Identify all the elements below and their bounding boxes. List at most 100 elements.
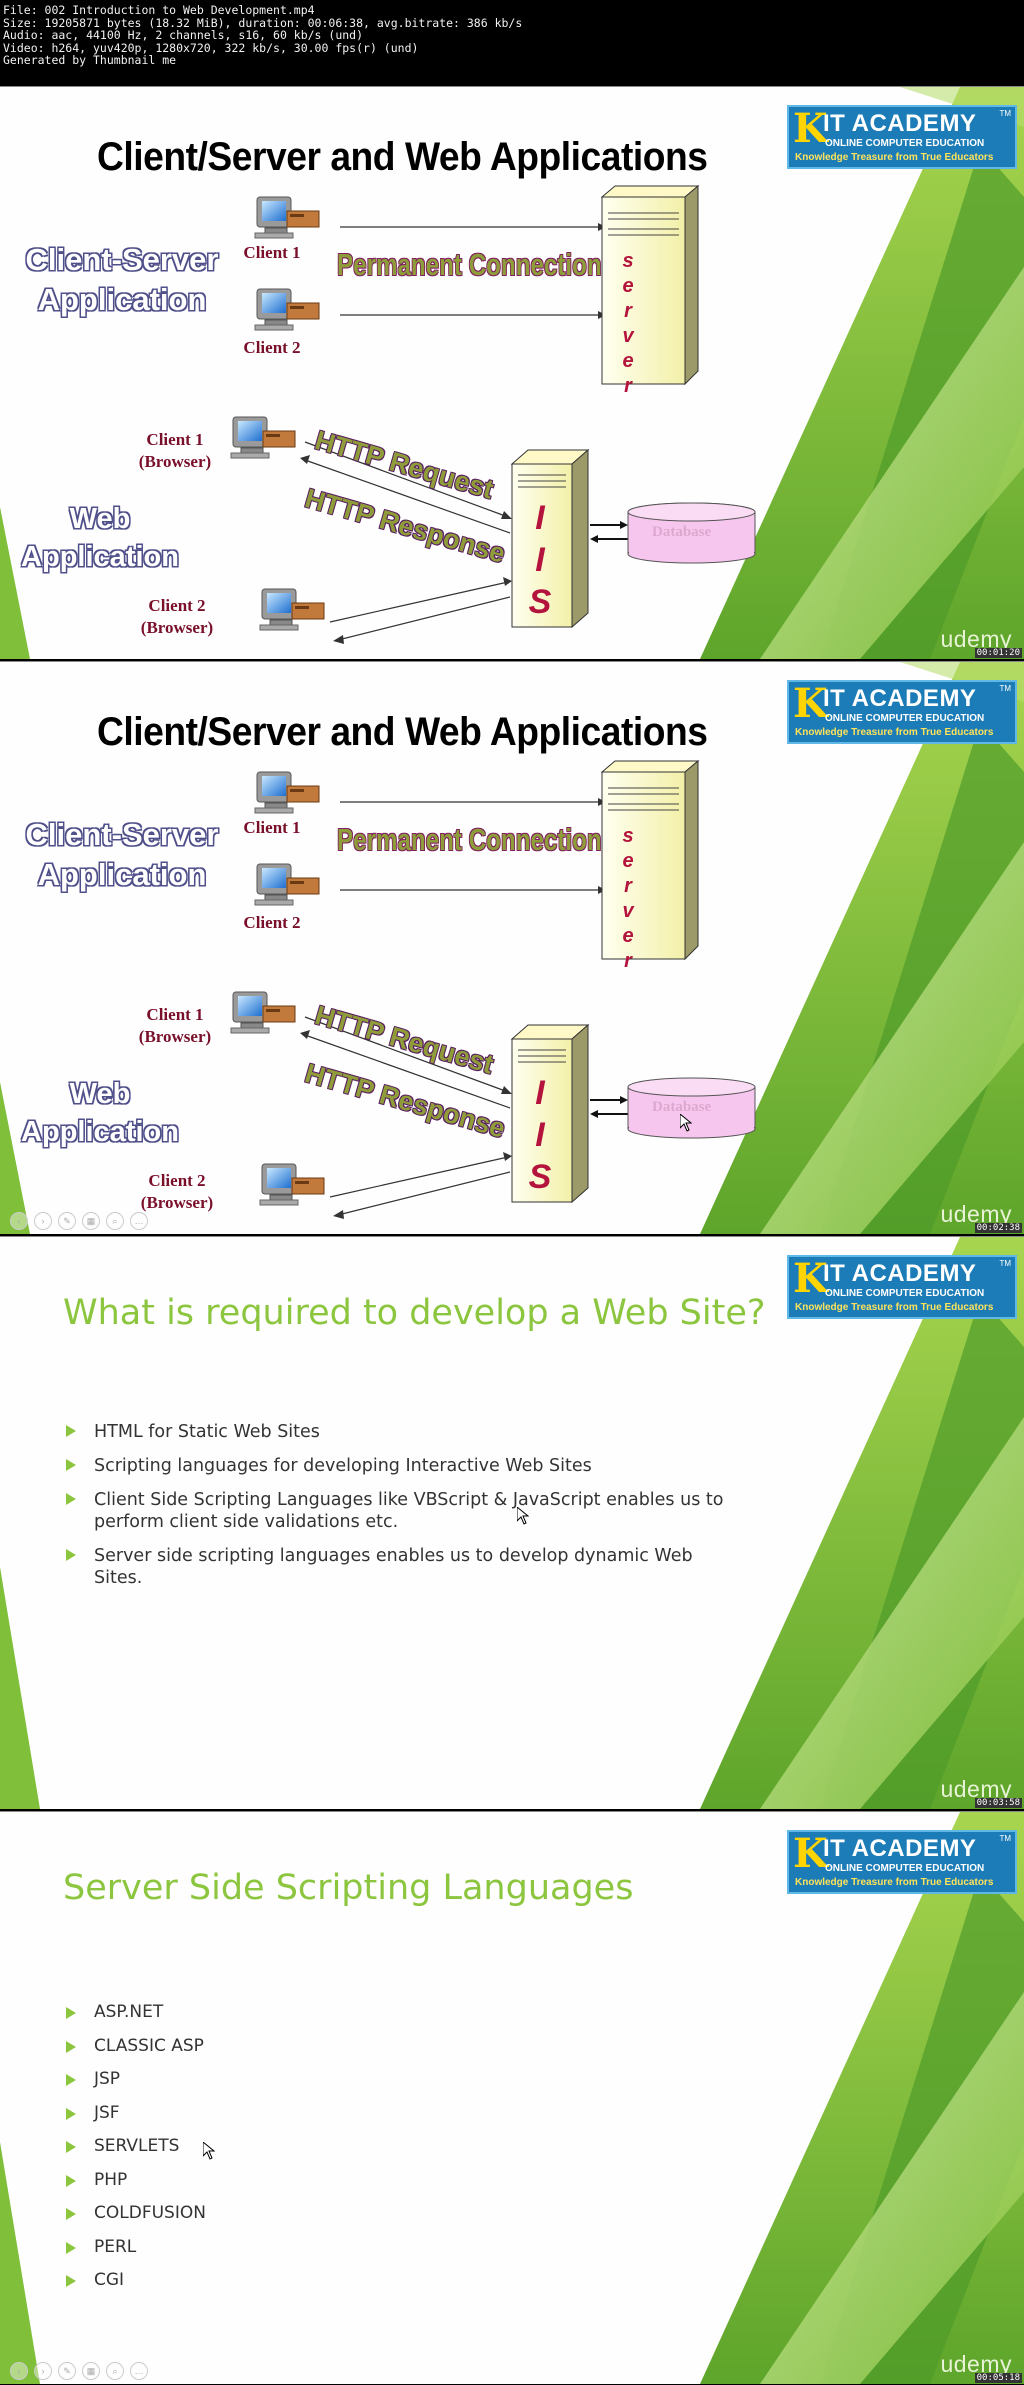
sv-letter: e bbox=[622, 925, 634, 947]
list-item: Client Side Scripting Languages like VBS… bbox=[66, 1489, 746, 1533]
info-line-video: Video: h264, yuv420p, 1280x720, 322 kb/s… bbox=[3, 40, 419, 55]
list-item: CLASSIC ASP bbox=[66, 2030, 466, 2064]
list-item: PERL bbox=[66, 2231, 466, 2265]
client-2-label: Client 2 bbox=[243, 338, 301, 357]
slide-background-shapes bbox=[0, 1812, 1024, 2384]
client-server-label: Client-Server Application bbox=[22, 240, 222, 321]
iis-letter: S bbox=[528, 583, 552, 621]
client-1-label: Client 1 bbox=[243, 818, 301, 837]
bullet-arrow-icon bbox=[66, 2040, 76, 2053]
list-item: Scripting languages for developing Inter… bbox=[66, 1455, 746, 1477]
info-line-file: File: 002 Introduction to Web Developmen… bbox=[3, 3, 315, 17]
bullet-text: COLDFUSION bbox=[94, 2203, 206, 2223]
timestamp: 00:05:18 bbox=[974, 2373, 1022, 2383]
bullet-arrow-icon bbox=[66, 2141, 76, 2153]
list-item: ASP.NET bbox=[66, 1996, 466, 2030]
bc1-browser: (Browser) bbox=[138, 452, 212, 471]
slide-frame-3: K IT ACADEMY TM ONLINE COMPUTER EDUCATIO… bbox=[0, 1236, 1024, 1809]
slideshow-toolbar[interactable]: ‹ › ✎ ▦ ⌕ … bbox=[10, 1212, 148, 1230]
slideshow-toolbar[interactable]: ‹ › ✎ ▦ ⌕ … bbox=[10, 2362, 148, 2380]
list-item: JSP bbox=[66, 2063, 466, 2097]
slides-grid-icon[interactable]: ▦ bbox=[82, 1212, 100, 1230]
more-options-icon[interactable]: … bbox=[130, 2362, 148, 2380]
bullet-arrow-icon bbox=[66, 1549, 76, 1561]
zoom-icon[interactable]: ⌕ bbox=[106, 1212, 124, 1230]
iis-vertical-text: I I S bbox=[525, 497, 555, 623]
pen-icon[interactable]: ✎ bbox=[58, 2362, 76, 2380]
web-application-label: Web Application bbox=[10, 1076, 190, 1151]
it-academy-logo: K IT ACADEMY TM ONLINE COMPUTER EDUCATIO… bbox=[787, 1830, 1017, 1894]
bullet-text: JSP bbox=[94, 2069, 121, 2089]
web-label-line2: Application bbox=[21, 1115, 179, 1148]
logo-name: IT ACADEMY bbox=[823, 1835, 977, 1862]
logo-line2: ONLINE COMPUTER EDUCATION bbox=[825, 713, 985, 724]
pen-icon[interactable]: ✎ bbox=[58, 1212, 76, 1230]
sv-letter: r bbox=[624, 875, 632, 897]
bullet-arrow-icon bbox=[66, 1459, 76, 1471]
web-label-line1: Web bbox=[69, 1078, 131, 1110]
it-academy-logo: K IT ACADEMY TM ONLINE COMPUTER EDUCATIO… bbox=[787, 105, 1017, 169]
info-line-audio: Audio: aac, 44100 Hz, 2 channels, s16, 6… bbox=[3, 28, 364, 43]
logo-line3: Knowledge Treasure from True Educators bbox=[795, 1302, 994, 1313]
slide-background-shapes bbox=[0, 1237, 1024, 1809]
bc2-name: Client 2 bbox=[148, 596, 206, 615]
database-label: Database bbox=[652, 1099, 712, 1115]
more-options-icon[interactable]: … bbox=[130, 1212, 148, 1230]
client-2-label: Client 2 bbox=[243, 913, 301, 932]
slide-title: What is required to develop a Web Site? bbox=[63, 1293, 766, 1333]
iis-letter: I bbox=[535, 1116, 545, 1154]
client-server-label: Client-Server Application bbox=[22, 815, 222, 896]
iis-letter: I bbox=[535, 499, 545, 537]
bullet-arrow-icon bbox=[66, 2208, 76, 2220]
list-item: CGI bbox=[66, 2264, 466, 2298]
bullet-text: PERL bbox=[94, 2236, 137, 2257]
web-application-label: Web Application bbox=[10, 501, 190, 576]
logo-tm: TM bbox=[999, 109, 1011, 118]
web-label-line1: Web bbox=[69, 503, 131, 535]
bullet-text: Scripting languages for developing Inter… bbox=[94, 1456, 592, 1476]
slide-title: Server Side Scripting Languages bbox=[63, 1868, 634, 1908]
timestamp: 00:03:58 bbox=[974, 1798, 1022, 1808]
udemy-watermark: udemy bbox=[940, 2351, 1012, 2377]
next-slide-icon[interactable]: › bbox=[34, 1212, 52, 1230]
bullet-text: PHP bbox=[94, 2169, 128, 2190]
slide-frame-1: Client/Server and Web Applications K IT … bbox=[0, 86, 1024, 659]
bullet-text: CGI bbox=[94, 2270, 125, 2290]
slide-background-shapes bbox=[0, 87, 1024, 659]
logo-tm: TM bbox=[999, 1259, 1011, 1268]
slide-frame-2: Client/Server and Web Applications K IT … bbox=[0, 661, 1024, 1234]
list-item: COLDFUSION bbox=[66, 2197, 466, 2231]
cs-label-line1: Client-Server bbox=[25, 817, 219, 852]
logo-line3: Knowledge Treasure from True Educators bbox=[795, 727, 994, 738]
zoom-icon[interactable]: ⌕ bbox=[106, 2362, 124, 2380]
permanent-connection-label: Permanent Connection bbox=[337, 822, 602, 857]
sv-letter: r bbox=[624, 300, 632, 322]
bullet-arrow-icon bbox=[66, 2074, 76, 2086]
prev-slide-icon[interactable]: ‹ bbox=[10, 1212, 28, 1230]
it-academy-logo: K IT ACADEMY TM ONLINE COMPUTER EDUCATIO… bbox=[787, 680, 1017, 744]
slide-frame-4: K IT ACADEMY TM ONLINE COMPUTER EDUCATIO… bbox=[0, 1811, 1024, 2384]
logo-k-mark: K bbox=[793, 105, 828, 152]
bc1-name: Client 1 bbox=[146, 430, 204, 449]
udemy-watermark: udemy bbox=[940, 1201, 1012, 1227]
slide-title: Client/Server and Web Applications bbox=[97, 710, 708, 754]
sv-letter: s bbox=[622, 250, 634, 272]
bc1-name: Client 1 bbox=[146, 1005, 204, 1024]
sv-letter: e bbox=[622, 850, 634, 872]
logo-line2: ONLINE COMPUTER EDUCATION bbox=[825, 1863, 985, 1874]
list-item: PHP bbox=[66, 2164, 466, 2198]
prev-slide-icon[interactable]: ‹ bbox=[10, 2362, 28, 2380]
bc2-browser: (Browser) bbox=[140, 1193, 214, 1212]
sv-letter: r bbox=[624, 950, 632, 972]
bullet-arrow-icon bbox=[66, 1425, 76, 1437]
bullet-arrow-icon bbox=[66, 2275, 76, 2287]
slides-grid-icon[interactable]: ▦ bbox=[82, 2362, 100, 2380]
next-slide-icon[interactable]: › bbox=[34, 2362, 52, 2380]
bullet-text: JSF bbox=[94, 2102, 120, 2123]
logo-k-mark: K bbox=[793, 1255, 828, 1302]
browser-client-1-label: Client 1 (Browser) bbox=[130, 429, 220, 473]
info-line-size: Size: 19205871 bytes (18.32 MiB), durati… bbox=[3, 15, 523, 30]
bullet-arrow-icon bbox=[66, 2241, 76, 2254]
logo-k-mark: K bbox=[793, 1830, 828, 1877]
bullet-arrow-icon bbox=[66, 2007, 76, 2019]
